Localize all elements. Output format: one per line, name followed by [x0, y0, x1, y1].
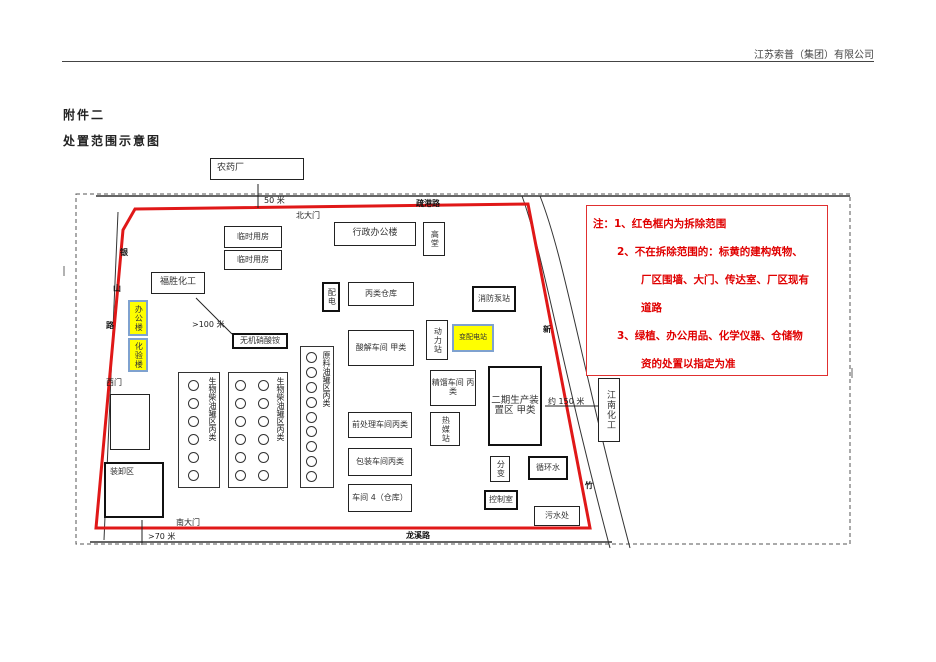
note-line-3: 厂区围墙、大门、传达室、厂区现有 — [641, 274, 809, 286]
tank-circle — [187, 415, 199, 427]
annex-label: 附件二 — [63, 108, 106, 122]
page-title: 处置范围示意图 — [63, 134, 162, 148]
power-distribution-small: 配电 — [322, 282, 340, 312]
west-road-char-1: 银 — [120, 248, 128, 257]
south-distance: >70 米 — [148, 532, 176, 541]
east-distance: 约 150 米 — [548, 397, 585, 406]
sewage-treatment: 污水处 — [534, 506, 580, 526]
jiangnan-chemical: 江南化工 — [598, 378, 620, 442]
tank-circle — [258, 397, 269, 409]
demolition-boundary — [94, 202, 592, 530]
packaging-workshop: 包装车间丙类 — [348, 448, 412, 476]
west-distance: >100 米 — [192, 320, 225, 329]
header-rule — [62, 61, 874, 62]
east-road-char-1: 新 — [543, 325, 551, 334]
tall-hall: 高堂 — [423, 222, 445, 256]
warehouse-c: 丙类仓库 — [348, 282, 414, 306]
north-distance: 50 米 — [264, 196, 285, 205]
east-road-char-2: 竹 — [585, 481, 593, 490]
cooling-water: 循环水 — [528, 456, 568, 480]
tank-circle — [258, 469, 269, 481]
tank-circle — [235, 469, 246, 481]
tank-circle — [305, 396, 317, 408]
note-line-2: 2、不在拆除范围的：标黄的建构筑物、 — [617, 246, 803, 258]
tank-circle — [235, 397, 246, 409]
admin-building: 行政办公楼 — [334, 222, 416, 246]
south-road-label: 龙溪路 — [406, 531, 430, 540]
biodiesel-tank-area-1: 生物柴油罐区丙类 — [178, 372, 220, 488]
tank-circle — [258, 433, 269, 445]
refining-workshop: 精馏车间 丙类 — [430, 370, 476, 406]
raw-oil-tank-area: 原料油罐区丙类 — [300, 346, 334, 488]
note-box: 注：1、红色框内为拆除范围 2、不在拆除范围的：标黄的建构筑物、 厂区围墙、大门… — [586, 205, 828, 376]
loading-area: 装卸区 — [104, 462, 164, 518]
tank-circle — [187, 451, 199, 463]
tank-circle — [187, 397, 199, 409]
north-gate-label: 北大门 — [296, 211, 320, 220]
power-station: 动力站 — [426, 320, 448, 360]
tank-circle — [258, 451, 269, 463]
note-line-4: 道路 — [641, 302, 662, 314]
note-line-6: 资的处置以指定为准 — [641, 358, 736, 370]
substation-small: 分变 — [490, 456, 510, 482]
tank-circle — [235, 415, 246, 427]
tank-circle — [305, 471, 317, 483]
map-frame — [75, 193, 851, 545]
fusheng-chemical: 福胜化工 — [151, 272, 205, 294]
tank-circle — [187, 379, 199, 391]
west-gate-label: 西门 — [106, 378, 122, 387]
biodiesel-tank-area-2: 生物柴油罐区丙类 — [228, 372, 288, 488]
transformer-station-yellow: 变配电站 — [452, 324, 494, 352]
temp-building-1: 临时用房 — [224, 226, 282, 248]
tank-circle — [305, 381, 317, 393]
east-road-line2 — [539, 195, 631, 549]
west-road-char-2: 山 — [113, 284, 121, 293]
tank-circle — [235, 433, 246, 445]
south-gate-label: 南大门 — [176, 518, 200, 527]
pre-treatment-workshop: 前处理车间丙类 — [348, 412, 412, 438]
pesticide-plant: 农药厂 — [210, 158, 304, 180]
tank-circle — [235, 379, 246, 391]
control-room: 控制室 — [484, 490, 518, 510]
tank-circle — [258, 379, 269, 391]
tank-circle — [305, 351, 317, 363]
west-gate-building — [110, 394, 150, 450]
note-line-5: 3、绿植、办公用品、化学仪器、仓储物 — [617, 330, 803, 342]
tank-circle — [305, 456, 317, 468]
fermentation-workshop: 酸解车间 甲类 — [348, 330, 414, 366]
tank-area-label: 生物柴油罐区丙类 — [276, 377, 285, 441]
arrow-west — [195, 297, 233, 335]
fire-pump-station: 消防泵站 — [472, 286, 516, 312]
west-road-char-3: 路 — [106, 321, 114, 330]
tank-circle — [235, 451, 246, 463]
phase2-production-area: 二期生产装置区 甲类 — [488, 366, 542, 446]
tank-circle — [305, 411, 317, 423]
tank-circle — [305, 366, 317, 378]
lab-building-yellow: 化验楼 — [128, 338, 148, 372]
tank-area-label: 原料油罐区丙类 — [322, 351, 331, 407]
ammonium-nitrate-building: 无机硝酸铵 — [232, 333, 288, 349]
company-name: 江苏索普（集团）有限公司 — [754, 50, 874, 61]
jiangnan-chemical-label: 江南化工 — [604, 390, 615, 430]
workshop-4-warehouse: 车间 4（仓库） — [348, 484, 412, 512]
north-road-label: 疏港路 — [416, 199, 440, 208]
note-line-1: 注：1、红色框内为拆除范围 — [593, 218, 727, 230]
tank-circle — [305, 441, 317, 453]
tank-circle — [187, 433, 199, 445]
tank-circle — [258, 415, 269, 427]
heat-medium-station: 热媒站 — [430, 412, 460, 446]
tank-circle — [187, 469, 199, 481]
temp-building-2: 临时用房 — [224, 250, 282, 270]
office-building-yellow: 办公楼 — [128, 300, 148, 336]
tank-area-label: 生物柴油罐区丙类 — [208, 377, 217, 441]
tank-circle — [305, 426, 317, 438]
